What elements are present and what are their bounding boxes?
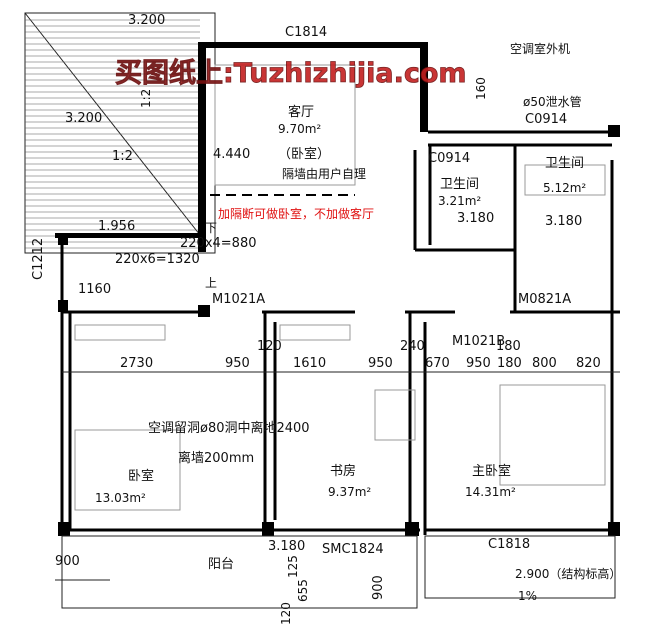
room-name-balcony: 阳台 [208,557,234,572]
dimension-label: 1160 [78,282,111,297]
dimension-label: 950 [225,356,250,371]
dimension-label: 240 [400,339,425,354]
walls [55,42,620,536]
dimension-label: 900 [55,554,80,569]
room-name-master: 主卧室 [472,463,511,479]
room-area-living: 9.70m² [278,122,321,136]
furniture [74,64,606,511]
elevation-label: 2.900（结构标高） [515,566,621,581]
dimension-label: 670 [425,356,450,371]
stair-run-2: 220x6=1320 [115,252,200,267]
room-area-bedroom: 13.03m² [95,491,146,505]
elevation-label: 3.180 [545,214,582,229]
room-area-bath1: 3.21m² [438,194,481,208]
dimension-label: 2730 [120,356,153,371]
dimension-label: 900 [371,575,386,600]
roof-slope-hatch [24,12,216,254]
elevation-label: 3.200 [128,13,165,28]
ac-hole-note-2: 离墙200mm [178,450,254,466]
balcony-outline [55,535,616,609]
window-c1818: C1818 [488,537,530,552]
drain-pipe-label: ø50泄水管 [523,94,582,109]
ac-hole-note: 空调留洞ø80洞中离地2400 [148,420,310,436]
dimension-label: 160 [474,77,488,100]
stair-run-1: 220x4=880 [180,236,256,251]
door-m1021b: M1021B [452,334,505,349]
room-name-bath1: 卫生间 [440,177,479,192]
room-area-study: 9.37m² [328,485,371,499]
door-m1021a: M1021A [212,292,265,307]
partition-user-note: 隔墙由用户自理 [282,166,366,181]
partition-note: 加隔断可做卧室，不加做客厅 [218,206,374,221]
watermark: 买图纸上:Tuzhizhijia.com [115,57,467,89]
slope-label: 1:2 [112,149,133,164]
window-c1814: C1814 [285,25,327,40]
elevation-label: 3.180 [457,211,494,226]
stair-up-label: 上 [205,276,217,290]
room-area-master: 14.31m² [465,485,516,499]
elevation-label: 3.200 [65,111,102,126]
room-name-bath2: 卫生间 [545,156,584,171]
window-c0914-b: C0914 [428,151,470,166]
room-alt-living: （卧室） [278,146,330,162]
room-name-living: 客厅 [288,104,314,120]
ac-outdoor-unit-label: 空调室外机 [510,41,570,56]
room-name-study: 书房 [330,463,356,479]
elevation-label: 4.440 [213,147,250,162]
room-name-bedroom: 卧室 [128,468,154,484]
window-smc1824: SMC1824 [322,542,384,557]
room-area-bath2: 5.12m² [543,181,586,195]
stair-down-label: 下 [205,221,217,235]
dimension-label: 125 [286,555,300,578]
dimension-label: 180 [496,339,521,354]
dimension-label: 950 [466,356,491,371]
elevation-label: 1.956 [98,219,135,234]
dimension-label: 800 [532,356,557,371]
dimension-label: 1610 [293,356,326,371]
window-c1212: C1212 [31,238,46,280]
dimension-label: 655 [296,579,310,602]
dimension-label: 120 [257,339,282,354]
elevation-label: 3.180 [268,539,305,554]
dimension-label: 820 [576,356,601,371]
dimension-label: 950 [368,356,393,371]
slope-label: 1:2 [139,89,153,108]
door-m0821a: M0821A [518,292,571,307]
window-c0914-a: C0914 [525,112,567,127]
slope-label: 1% [518,589,537,603]
dimension-label: 180 [497,356,522,371]
dimension-label: 120 [279,602,293,625]
